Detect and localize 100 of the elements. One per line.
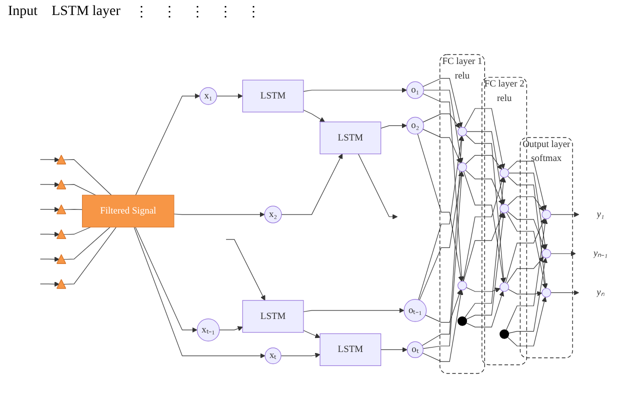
arrow — [303, 88, 407, 93]
node-circle — [500, 204, 510, 214]
node-circle — [458, 162, 468, 172]
arrow — [419, 171, 464, 300]
arrow — [506, 218, 548, 330]
connector — [64, 184, 96, 196]
node-circle — [500, 282, 510, 292]
ellipsis-dots: ⋮ — [218, 4, 232, 21]
node-box: LSTM — [242, 80, 304, 112]
node-circle: x₁ — [200, 87, 218, 105]
arrow — [507, 211, 546, 250]
arrow — [464, 177, 506, 318]
arrow — [507, 160, 547, 210]
arrow — [422, 136, 464, 346]
arrow — [505, 218, 546, 284]
arrow — [422, 93, 464, 282]
column-heading: Input — [8, 4, 38, 20]
arrow — [422, 171, 464, 349]
arrow — [418, 136, 464, 300]
arrow — [506, 212, 548, 289]
arrow — [417, 133, 464, 282]
node-circle: oₜ₋₁ — [404, 299, 427, 322]
arrow — [466, 131, 506, 204]
node-circle — [500, 168, 510, 178]
arrow — [134, 226, 266, 358]
arrow — [508, 288, 542, 296]
arrow — [466, 287, 500, 293]
arrow — [174, 212, 265, 218]
ellipsis-dots: ⋮ — [162, 4, 176, 21]
ellipsis-dots: ⋮ — [246, 4, 260, 21]
arrow — [465, 170, 504, 205]
arrow — [466, 291, 504, 328]
ellipsis-dots: ⋮ — [134, 4, 148, 21]
node-circle — [542, 210, 552, 220]
node-circle: o₂ — [406, 116, 424, 134]
node-circle: oₜ — [406, 341, 424, 358]
node-circle — [542, 288, 552, 298]
node-circle: xₜ — [264, 348, 282, 364]
node-circle — [458, 126, 468, 136]
connector — [64, 226, 110, 260]
arrow — [508, 258, 548, 334]
arrow — [550, 212, 580, 218]
arrow — [40, 182, 60, 188]
arrow — [550, 251, 576, 256]
arrow — [422, 128, 462, 164]
arrow — [507, 296, 547, 346]
node-circle — [542, 248, 552, 258]
arrow — [135, 226, 198, 333]
connector — [64, 226, 117, 285]
arrow — [358, 154, 398, 220]
arrow — [226, 239, 266, 301]
node-circle: x₂ — [264, 206, 282, 224]
arrow — [280, 352, 320, 358]
arrow — [40, 282, 60, 287]
column-heading: LSTM layer — [52, 4, 120, 20]
arrow — [216, 93, 243, 99]
node-text: yₙ — [596, 287, 604, 298]
arrow — [303, 308, 404, 314]
node-box: LSTM — [320, 333, 382, 366]
arrow — [40, 232, 60, 237]
node-circle — [500, 329, 510, 339]
arrow — [465, 155, 502, 170]
arrow — [550, 290, 580, 296]
arrow — [466, 212, 506, 320]
node-text: y₁ — [596, 209, 604, 220]
arrow — [380, 347, 408, 352]
arrow — [303, 330, 320, 338]
arrow — [40, 157, 60, 162]
connector — [64, 159, 112, 196]
arrow — [508, 172, 548, 250]
arrow — [422, 290, 464, 362]
connector — [64, 226, 91, 235]
arrow — [425, 290, 462, 323]
node-circle — [458, 316, 468, 326]
arrow — [40, 256, 60, 262]
arrow — [506, 256, 544, 284]
node-text: yₙ₋₁ — [593, 248, 608, 258]
node-circle: o₁ — [406, 81, 424, 99]
arrow — [463, 212, 504, 282]
arrow — [135, 93, 200, 196]
arrow — [380, 123, 407, 129]
cluster: Output layer softmax — [520, 137, 573, 358]
arrow — [40, 206, 60, 212]
arrow — [303, 110, 325, 122]
arrow — [507, 196, 544, 212]
arrow — [422, 78, 463, 128]
node-circle: xₜ₋₁ — [196, 318, 220, 342]
node-circle — [458, 280, 468, 290]
connector — [64, 209, 83, 210]
node-box: LSTM — [320, 122, 382, 154]
arrow — [464, 108, 506, 169]
arrow — [507, 176, 548, 289]
node-box: LSTM — [242, 300, 304, 333]
arrow — [219, 326, 243, 332]
cluster: FC layer 1 relu — [440, 54, 485, 374]
node-box: Filtered Signal — [82, 194, 174, 228]
arrow — [423, 90, 464, 163]
ellipsis-dots: ⋮ — [190, 4, 204, 21]
arrow — [281, 154, 343, 215]
arrow — [422, 114, 460, 128]
